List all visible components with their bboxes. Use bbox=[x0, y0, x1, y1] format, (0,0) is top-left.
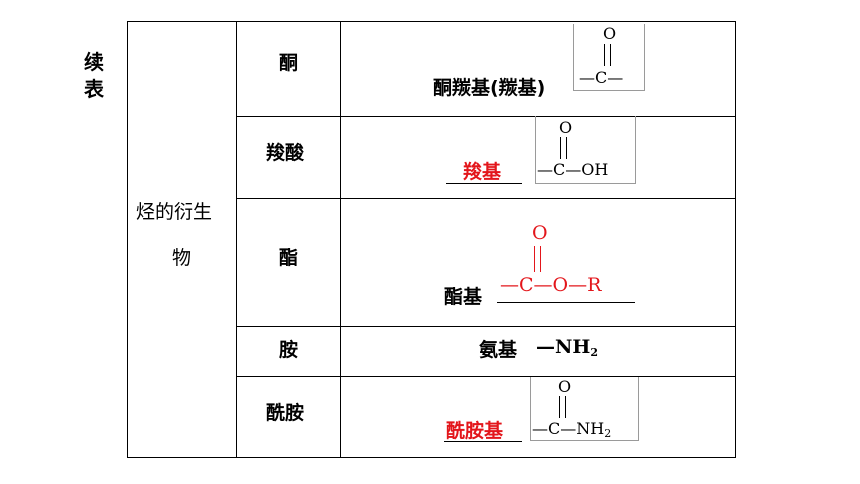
side-title-char-1: 续 bbox=[84, 50, 104, 74]
formula-frame-ketone bbox=[573, 24, 645, 91]
answer-blank-ester bbox=[497, 302, 635, 303]
double-bond bbox=[559, 396, 566, 418]
row-name-amide: 酰胺 bbox=[266, 402, 305, 424]
formula-carboxyl: O —C—OH bbox=[535, 116, 634, 183]
formula-frame-amide bbox=[530, 377, 639, 441]
formula-frame-carboxyl bbox=[535, 116, 636, 184]
row-name-carboxylic-acid: 羧酸 bbox=[266, 142, 305, 164]
oxygen-atom: O bbox=[532, 222, 548, 244]
category-label-line2: 物 bbox=[172, 247, 192, 269]
formula-chain: —C—O—R bbox=[500, 274, 602, 296]
formula-chain: —C—OH bbox=[537, 160, 609, 179]
formula-chain-subscript: 2 bbox=[604, 427, 612, 440]
formula-ester: O —C—O—R bbox=[500, 220, 640, 300]
group-label-amino: 氨基 bbox=[479, 339, 518, 361]
table-border bbox=[127, 21, 736, 458]
category-label-line1: 烃的衍生 bbox=[136, 201, 213, 223]
formula-amino-subscript: 2 bbox=[590, 346, 598, 359]
group-label-ester: 酯基 bbox=[444, 286, 483, 308]
side-title-char-2: 表 bbox=[84, 77, 104, 101]
row-name-amine: 胺 bbox=[279, 339, 299, 361]
group-label-carboxyl: 羧基 bbox=[463, 161, 502, 183]
formula-chain: —C—NH2 bbox=[532, 419, 611, 440]
oxygen-atom: O bbox=[559, 118, 573, 137]
oxygen-atom: O bbox=[603, 24, 617, 43]
formula-amino-main: —NH bbox=[536, 336, 591, 358]
group-label-amide: 酰胺基 bbox=[446, 420, 504, 442]
formula-ketone: O —C— bbox=[573, 24, 643, 90]
oxygen-atom: O bbox=[558, 377, 572, 396]
formula-chain-main: —C—NH bbox=[532, 419, 605, 438]
double-bond bbox=[534, 246, 541, 272]
row-name-ester: 酯 bbox=[279, 247, 299, 269]
formula-chain: —C— bbox=[579, 68, 624, 87]
double-bond bbox=[560, 137, 567, 159]
answer-blank-carboxyl bbox=[446, 183, 522, 184]
formula-amino: —NH2 bbox=[536, 336, 598, 359]
answer-blank-amide bbox=[444, 441, 522, 442]
formula-amide: O —C—NH2 bbox=[530, 377, 637, 440]
double-bond bbox=[604, 44, 611, 66]
row-name-ketone: 酮 bbox=[279, 52, 299, 74]
group-label-ketone: 酮羰基(羰基) bbox=[433, 77, 546, 99]
